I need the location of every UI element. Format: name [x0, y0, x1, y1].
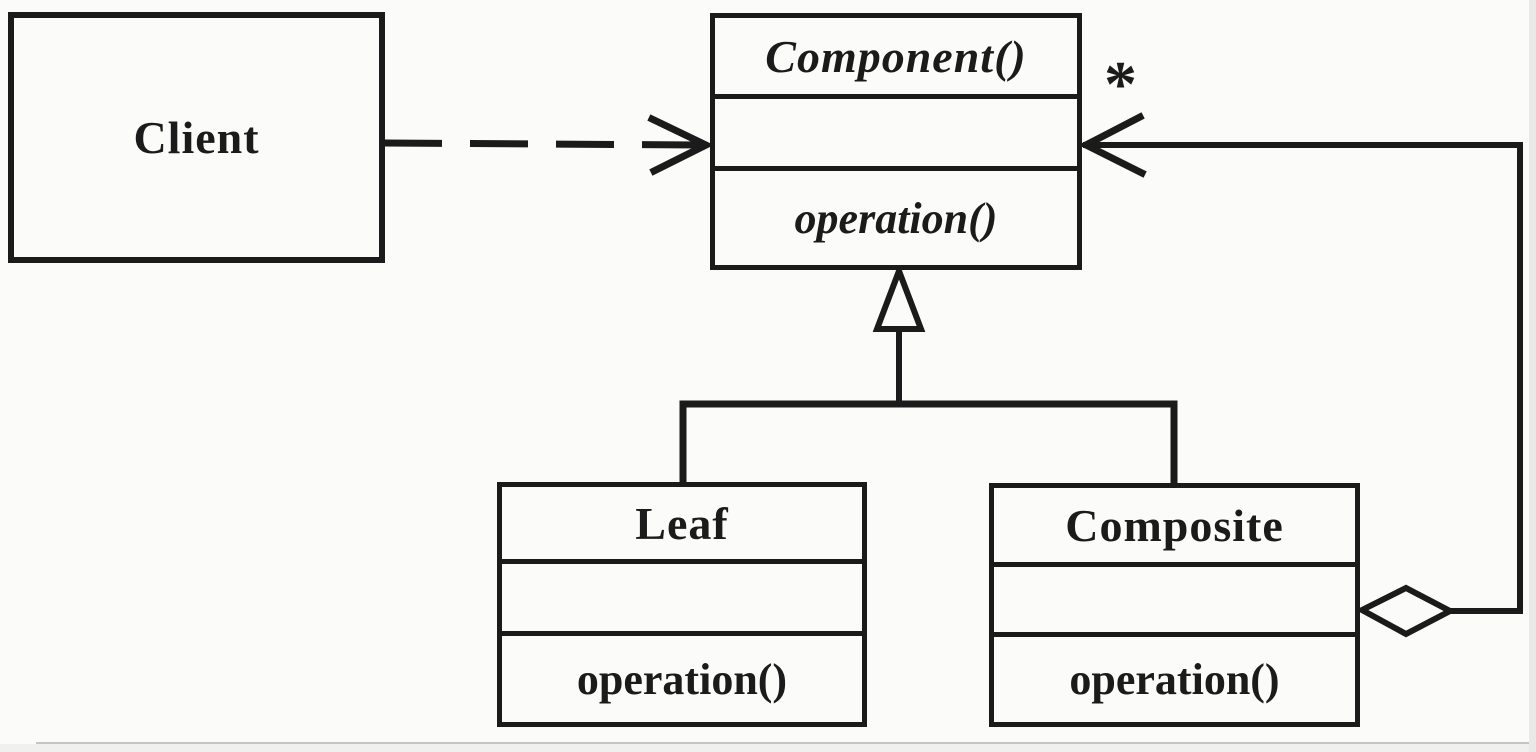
- component-attributes-compartment: [715, 99, 1077, 171]
- composite-title: Composite: [1065, 499, 1284, 551]
- composite-class-box: Composite operation(): [989, 483, 1360, 727]
- leaf-class-box: Leaf operation(): [497, 482, 867, 727]
- leaf-title: Leaf: [635, 497, 729, 549]
- inheritance-triangle-icon: [872, 262, 926, 332]
- inheritance-branch-line: [679, 400, 1178, 486]
- dependency-arrowhead-icon: [647, 114, 714, 176]
- leaf-attributes-compartment: [502, 564, 862, 636]
- composite-operation: operation(): [1069, 655, 1280, 704]
- component-operations-compartment: operation(): [715, 171, 1077, 265]
- leaf-title-compartment: Leaf: [502, 487, 862, 564]
- client-label: Client: [133, 112, 260, 163]
- composite-title-compartment: Composite: [994, 488, 1355, 567]
- component-title-compartment: Component(): [715, 18, 1077, 99]
- scan-right-band: [1529, 0, 1536, 752]
- leaf-operation: operation(): [576, 654, 788, 704]
- multiplicity-star-label: *: [1104, 48, 1137, 121]
- component-title: Component(): [765, 30, 1027, 82]
- component-class-box: Component() operation(): [710, 13, 1082, 270]
- scan-bottom-line: [36, 742, 1536, 744]
- composite-operations-compartment: operation(): [994, 637, 1355, 722]
- aggregation-arrowhead-icon: [1078, 112, 1147, 178]
- component-operation: operation(): [794, 193, 998, 243]
- leaf-operations-compartment: operation(): [502, 636, 862, 722]
- aggregation-connector-line: [1083, 142, 1523, 614]
- scan-bottom-band: [0, 744, 1536, 752]
- dependency-dashed-line: [383, 139, 701, 149]
- client-box: Client: [8, 12, 385, 263]
- aggregation-diamond-icon: [1355, 584, 1457, 638]
- composite-attributes-compartment: [994, 567, 1355, 637]
